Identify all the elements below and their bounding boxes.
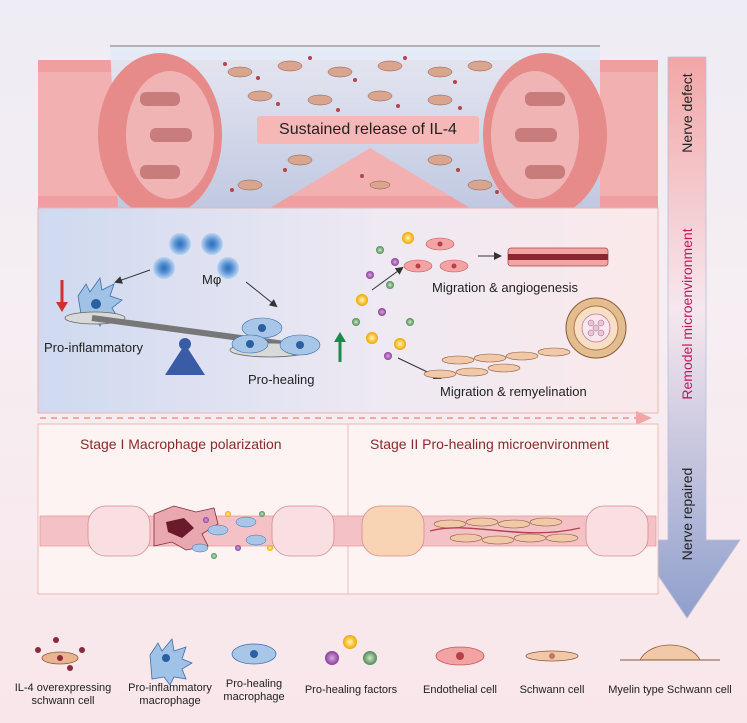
migration-angiogenesis-label: Migration & angiogenesis: [432, 280, 578, 295]
legend-pro-healing-factors: Pro-healing factors: [304, 684, 398, 696]
label-nerve-repaired: Nerve repaired: [679, 467, 695, 561]
legend-endothelial-cell: Endothelial cell: [423, 684, 497, 696]
legend-myelin-schwann-cell: Myelin type Schwann cell: [608, 684, 732, 696]
pro-inflammatory-label: Pro-inflammatory: [44, 340, 143, 355]
legend-icons: [35, 635, 720, 686]
legend-schwann-cell: Schwann cell: [519, 684, 585, 696]
stage-one-title: Stage I Macrophage polarization: [80, 436, 282, 452]
macrophage-label: Mφ: [202, 272, 222, 287]
label-remodel-microenvironment: Remodel microenvironment: [679, 228, 695, 400]
pro-healing-label: Pro-healing: [248, 372, 315, 387]
nerve-repaired-panel: [37, 423, 659, 595]
migration-remyelination-label: Migration & remyelination: [440, 384, 587, 399]
banner-il4: Sustained release of IL-4: [257, 116, 479, 144]
progress-arrow: [633, 56, 741, 619]
stage-two-title: Stage II Pro-healing microenvironment: [370, 436, 609, 452]
label-nerve-defect: Nerve defect: [679, 73, 695, 153]
remodel-panel: [37, 207, 659, 414]
nerve-defect-panel: [38, 45, 658, 217]
